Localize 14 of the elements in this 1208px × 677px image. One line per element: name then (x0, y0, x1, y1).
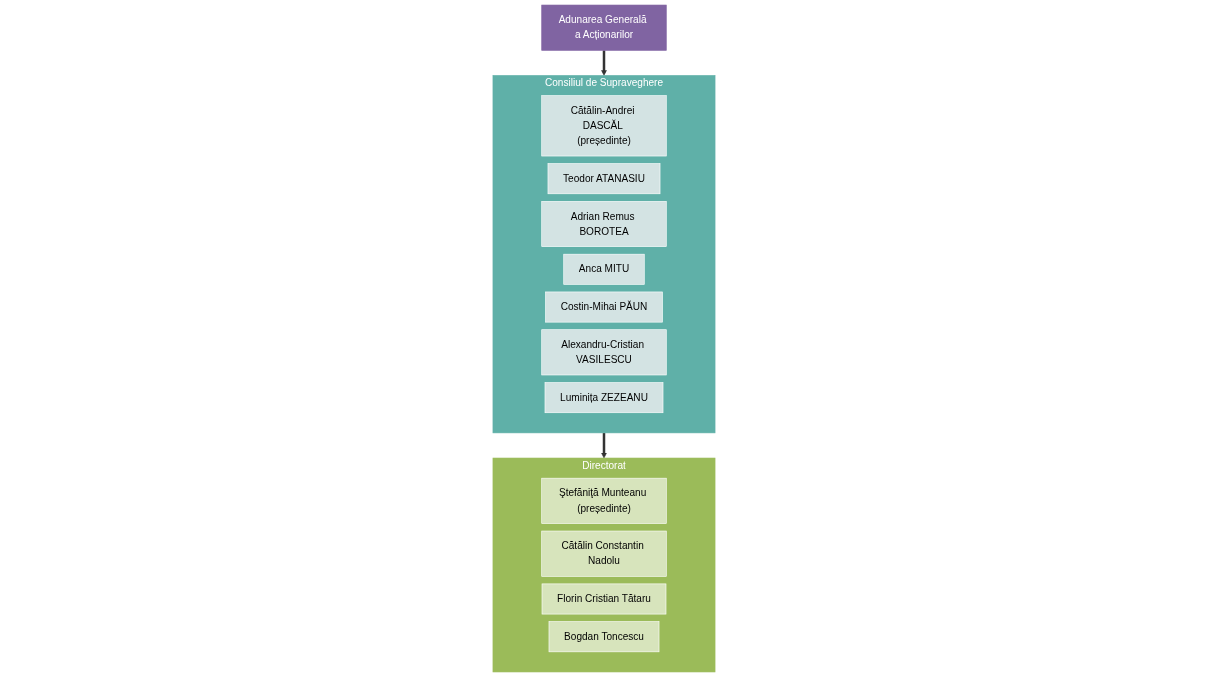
node-box: Cătălin Constantin Nadolu (541, 530, 667, 577)
node-box: Florin Cristian Tătaru (541, 583, 667, 615)
node-box: Teodor ATANASIU (547, 163, 661, 195)
node-box: Adrian Remus BOROTEA (541, 201, 667, 247)
node-box: Luminița ZEZEANU (544, 382, 664, 414)
arrow (601, 432, 607, 459)
node-box: Adunarea Generală a Acționarilor (541, 4, 667, 51)
node-box: Ştefăniţă Munteanu (președinte) (541, 477, 667, 524)
node-box: Anca MITU (563, 253, 645, 285)
node-box: Costin-Mihai PĂUN (545, 291, 663, 323)
node-box: Bogdan Toncescu (548, 621, 660, 653)
node-box: Cătălin-Andrei DASCĂL (președinte) (541, 95, 667, 157)
arrow (601, 50, 607, 76)
node-box: Alexandru-Cristian VASILESCU (541, 329, 667, 376)
